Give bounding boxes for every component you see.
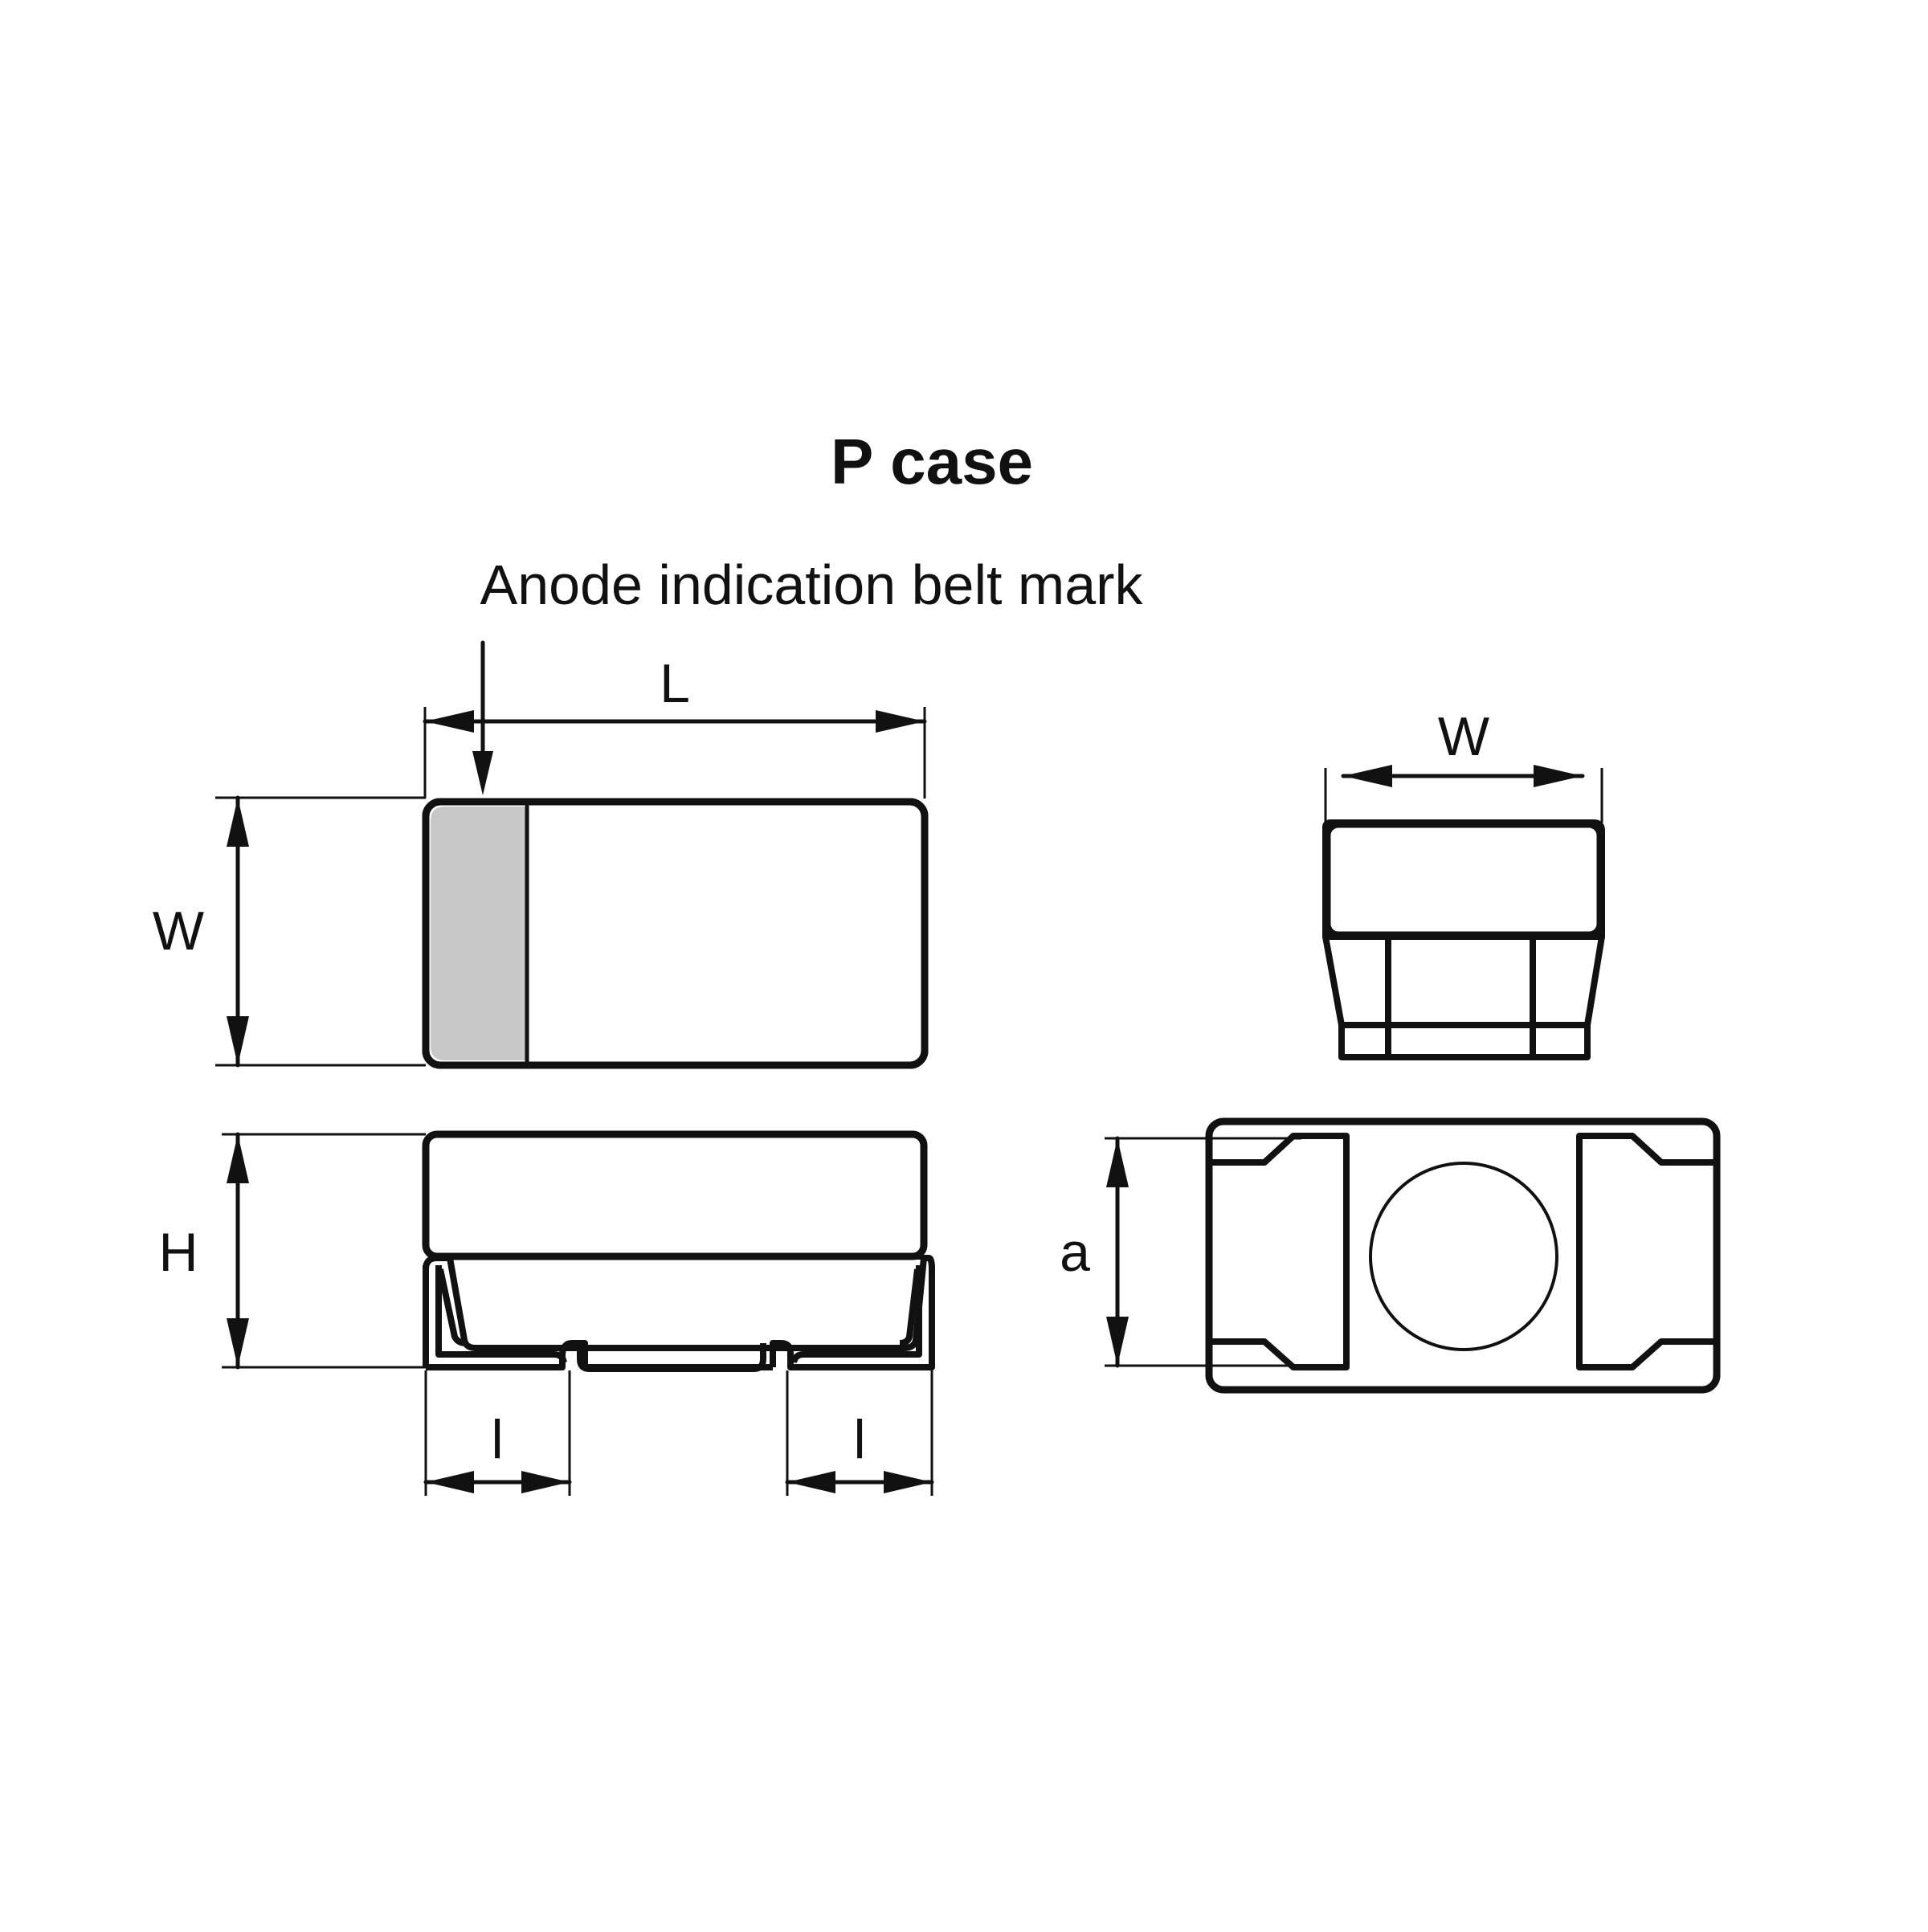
dim-label-l-right: l — [853, 1409, 865, 1470]
anode-band — [431, 807, 526, 1060]
dim-width-end: W — [1324, 706, 1603, 823]
bottom-pad-right — [1576, 1133, 1717, 1370]
bottom-view — [1205, 1117, 1721, 1394]
dim-terminal-right: l — [785, 1370, 934, 1496]
bottom-pad-left — [1209, 1133, 1350, 1370]
side-view — [422, 1130, 935, 1372]
page-title: P case — [831, 426, 1033, 497]
top-view — [422, 798, 929, 1069]
dim-pad-width: a — [1060, 1136, 1301, 1368]
dim-length: L — [423, 653, 927, 799]
dim-label-a: a — [1060, 1222, 1090, 1283]
dim-label-L: L — [660, 653, 690, 714]
bottom-circle-mark — [1369, 1162, 1558, 1351]
dim-label-W-right: W — [1438, 706, 1489, 767]
dim-label-H: H — [158, 1222, 198, 1283]
dim-height: H — [158, 1132, 426, 1370]
capacitor-body-bottom — [1205, 1117, 1721, 1394]
end-view — [1322, 819, 1605, 1060]
dim-label-W-left: W — [153, 901, 204, 962]
capacitor-body-side — [422, 1130, 928, 1260]
anode-mark-pointer — [472, 640, 493, 795]
dim-terminal-left: l — [423, 1370, 572, 1496]
dim-label-l-left: l — [491, 1409, 503, 1470]
dim-width-top: W — [153, 795, 426, 1068]
anode-mark-label: Anode indication belt mark — [480, 553, 1144, 616]
